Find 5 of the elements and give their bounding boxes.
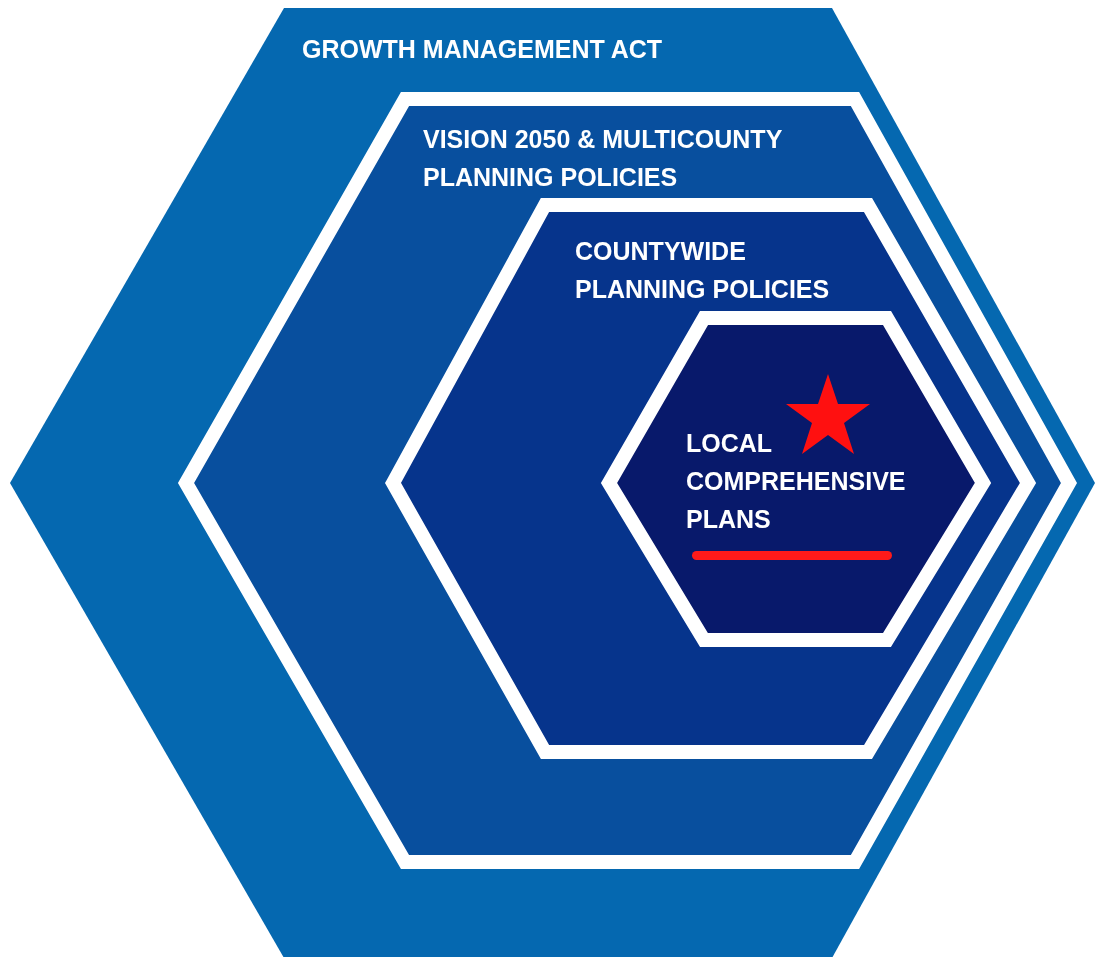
- region-label: LOCAL COMPREHENSIVE PLANS: [686, 428, 907, 535]
- region-label: COUNTYWIDE PLANNING POLICIES: [575, 236, 831, 305]
- region-label: VISION 2050 & MULTICOUNTY PLANNING POLICIES: [423, 124, 783, 193]
- hexagon-region: [176, 90, 1080, 870]
- region-label: GROWTH MANAGEMENT ACT: [302, 34, 664, 65]
